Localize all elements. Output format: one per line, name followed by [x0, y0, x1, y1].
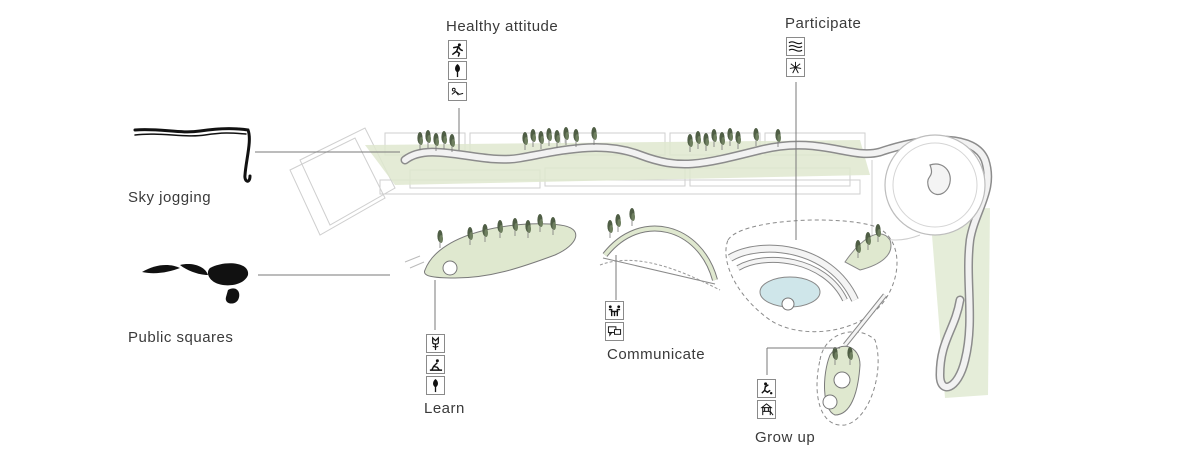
- runner-icon: [448, 40, 467, 59]
- learn-island: [404, 213, 577, 279]
- speech-bubbles-icon: [605, 322, 624, 341]
- fireworks-icon: [786, 58, 805, 77]
- label-public-squares: Public squares: [128, 329, 234, 346]
- flower-icon: [426, 334, 445, 353]
- grow-up-icons: [757, 379, 776, 419]
- round-plaza: [884, 134, 986, 236]
- public-squares-symbol: [142, 263, 249, 304]
- label-learn: Learn: [424, 400, 465, 417]
- tree-icon: [426, 376, 445, 395]
- label-healthy-attitude: Healthy attitude: [446, 18, 559, 35]
- healthy-attitude-icons: [448, 40, 467, 101]
- communicate-pavilion: [599, 207, 721, 291]
- gardening-person-icon: [426, 355, 445, 374]
- label-participate: Participate: [785, 15, 862, 32]
- reclining-person-icon: [448, 82, 467, 101]
- playground-tower-icon: [757, 400, 776, 419]
- kicking-child-icon: [757, 379, 776, 398]
- label-sky-jogging: Sky jogging: [128, 189, 212, 206]
- participate-amphitheatre: [725, 219, 898, 333]
- sky-jogging-symbol: [133, 127, 252, 183]
- tree-icon: [448, 61, 467, 80]
- communicate-icons: [605, 301, 624, 341]
- grow-up-playground: [816, 293, 887, 426]
- participate-icons: [786, 37, 805, 77]
- leader-lines: [255, 82, 840, 375]
- people-at-table-icon: [605, 301, 624, 320]
- waves-icon: [786, 37, 805, 56]
- label-grow-up: Grow up: [755, 429, 816, 446]
- label-communicate: Communicate: [607, 346, 706, 363]
- learn-icons: [426, 334, 445, 395]
